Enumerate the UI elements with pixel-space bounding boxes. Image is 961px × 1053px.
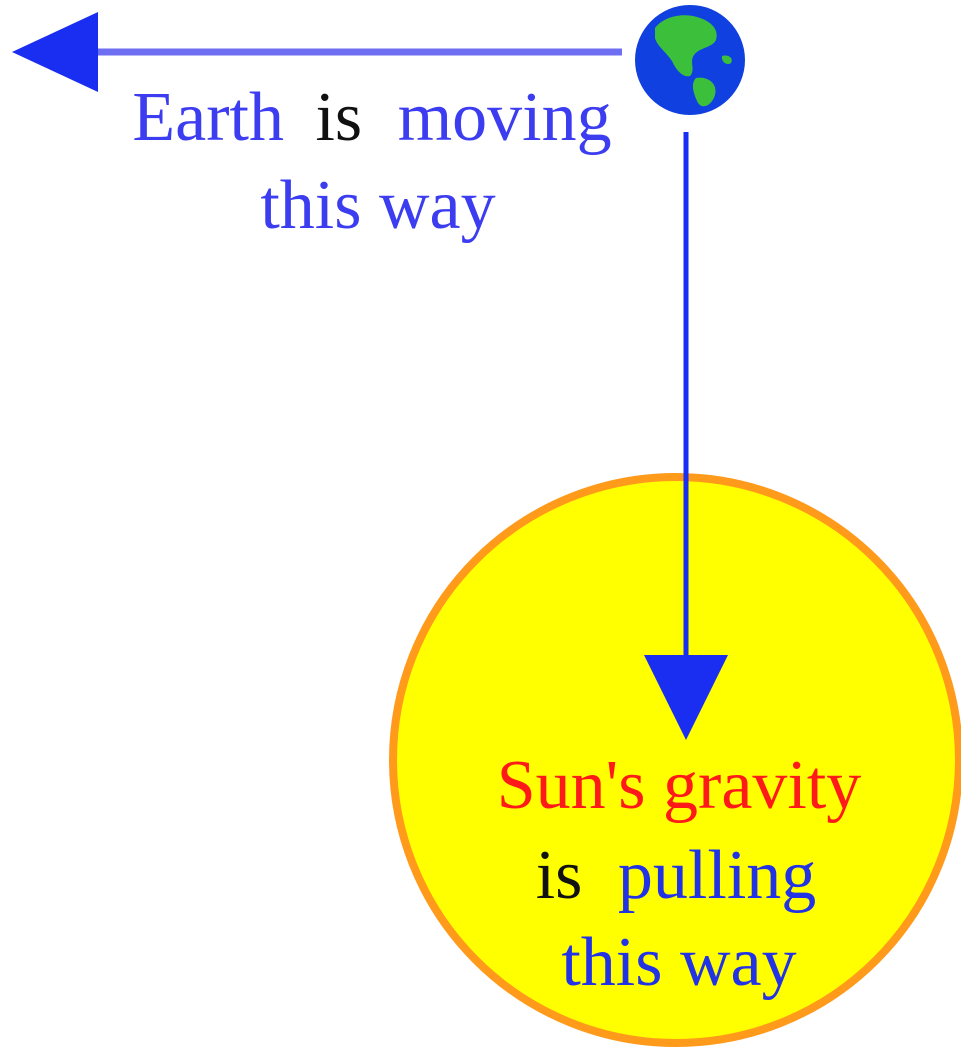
arrow-down-icon	[644, 655, 728, 740]
arrow-left-icon	[12, 12, 98, 92]
motion-label-rest: moving	[398, 79, 612, 156]
sun-disc	[389, 473, 961, 1047]
earth-north-america	[655, 15, 717, 77]
motion-label-line1: Earth is moving	[132, 79, 611, 156]
gravity-label-line3: this way	[561, 924, 796, 1001]
earth-globe-icon	[635, 5, 745, 115]
gravity-label-rest: pulling	[618, 837, 816, 914]
motion-label-verb: is	[315, 79, 362, 156]
earth-caribbean-island	[721, 55, 732, 65]
gravity-label-line1: Sun's gravity	[497, 747, 862, 824]
motion-label-line2: this way	[260, 167, 495, 244]
gravity-label-verb: is	[536, 837, 583, 914]
motion-label-subject: Earth	[132, 79, 284, 156]
gravity-label-line2: is pulling	[536, 837, 817, 914]
earth-south-america	[692, 77, 716, 107]
